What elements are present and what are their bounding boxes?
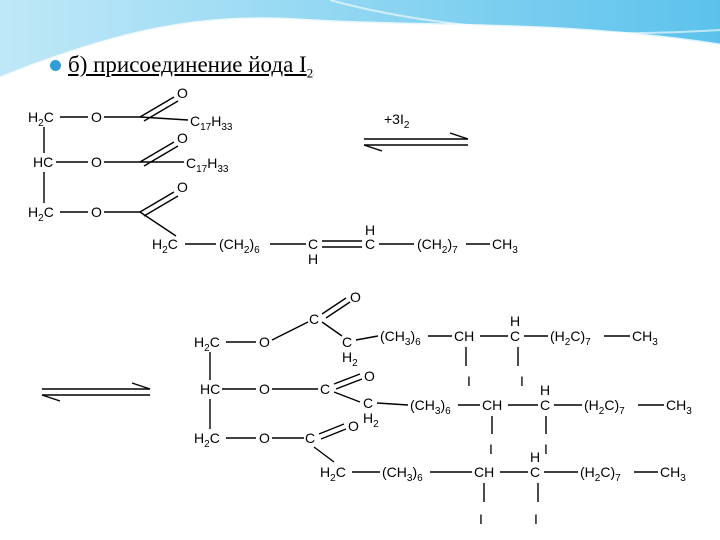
product-carbonyl-o-2: O — [364, 368, 375, 384]
carbonyl-oxygen-1: O — [177, 85, 188, 101]
product-carbonyl-o-1: O — [350, 289, 361, 305]
product-ch3-6-chain-3: (CH3)6 — [382, 464, 423, 484]
iodine-1b: I — [520, 373, 524, 389]
alkene-hydrogen-2: H — [365, 222, 375, 238]
alkene-hydrogen-1: H — [308, 251, 318, 267]
product-carbonyl-c-1: C — [309, 311, 319, 327]
iodine-2b: I — [544, 441, 548, 457]
alkene-carbon-2: C — [365, 236, 375, 252]
product-c-2b: C — [540, 397, 550, 413]
product-alpha-h2-1: H2 — [342, 349, 358, 369]
product-h2c7-chain-2: (H2C)7 — [584, 397, 625, 417]
slide-title-text: б) присоединение йода I — [68, 52, 307, 77]
product-h-1b: H — [510, 313, 520, 329]
product-iodinated-triglyceride: H2C HC H2C O O O C O C H2 (CH3)6 CH C H … — [194, 289, 692, 527]
carbonyl-oxygen-3: O — [177, 179, 188, 195]
chain-ch3: CH3 — [492, 236, 518, 256]
reactant-triglyceride: H2C HC H2C O O O O C17H33 O C17H33 O H2C… — [28, 85, 518, 267]
glycerol-carbon-3: H2C — [28, 204, 54, 224]
product-h2c7-chain-1: (H2C)7 — [550, 328, 591, 348]
product-ch-3a: CH — [474, 464, 494, 480]
product-h-2b: H — [540, 382, 550, 398]
slide-title: б) присоединение йода I2 — [68, 52, 313, 82]
product-glycerol-carbon-1: H2C — [194, 334, 220, 354]
product-ch3-chain-2: CH3 — [666, 397, 692, 417]
glycerol-carbon-2: HC — [33, 154, 53, 170]
alkene-carbon-1: C — [308, 236, 318, 252]
product-carbonyl-c-2: C — [320, 381, 330, 397]
ester-oxygen-3: O — [91, 204, 102, 220]
product-glycerol-carbon-2: HC — [200, 381, 220, 397]
product-glycerol-carbon-3: H2C — [194, 430, 220, 450]
reagent-label: +3I2 — [384, 111, 410, 131]
chain-h2c: H2C — [152, 236, 178, 256]
product-ester-oxygen-3: O — [259, 430, 270, 446]
iodine-3b: I — [534, 511, 538, 527]
product-ch3-6-chain-2: (CH3)6 — [410, 397, 451, 417]
ester-oxygen-1: O — [91, 109, 102, 125]
product-alpha-c-2: C — [363, 395, 373, 411]
product-h-3b: H — [530, 449, 540, 465]
product-ch3-6-chain-1: (CH3)6 — [380, 328, 421, 348]
acyl-c17h33-2: C17H33 — [186, 155, 229, 175]
chain-ch2-7: (CH2)7 — [417, 236, 458, 256]
equilibrium-arrow-2 — [41, 382, 151, 402]
product-h2c-chain-3: H2C — [320, 464, 346, 484]
equilibrium-arrow-1: +3I2 — [363, 111, 469, 152]
product-ester-oxygen-2: O — [259, 381, 270, 397]
carbonyl-oxygen-2: O — [177, 130, 188, 146]
ester-oxygen-2: O — [91, 154, 102, 170]
header-wave-decoration — [0, 0, 720, 80]
product-c-1b: C — [510, 328, 520, 344]
product-c-3b: C — [530, 464, 540, 480]
product-alpha-c-1: C — [342, 334, 352, 350]
slide-title-subscript: 2 — [306, 65, 314, 81]
product-ch-2a: CH — [482, 397, 502, 413]
product-carbonyl-o-3: O — [348, 418, 359, 434]
chain-ch2-6: (CH2)6 — [219, 236, 260, 256]
product-ch3-chain-1: CH3 — [632, 328, 658, 348]
product-ch-1a: CH — [454, 328, 474, 344]
product-ch3-chain-3: CH3 — [660, 464, 686, 484]
product-h2c7-chain-3: (H2C)7 — [580, 464, 621, 484]
acyl-c17h33-1: C17H33 — [190, 113, 233, 133]
iodine-2a: I — [489, 441, 493, 457]
iodine-1a: I — [467, 373, 471, 389]
product-alpha-h2-2: H2 — [363, 410, 379, 430]
product-ester-oxygen-1: O — [259, 334, 270, 350]
product-carbonyl-c-3: C — [305, 430, 315, 446]
iodine-3a: I — [479, 511, 483, 527]
bullet-icon — [50, 60, 61, 71]
glycerol-carbon-1: H2C — [28, 109, 54, 129]
